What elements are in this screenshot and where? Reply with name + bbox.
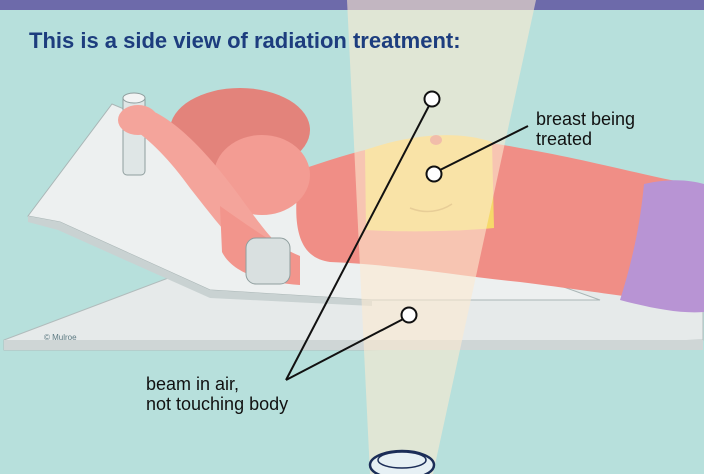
breast-label: breast being treated	[536, 109, 635, 149]
breast-label-line2: treated	[536, 129, 635, 149]
beam-source	[370, 451, 434, 474]
beam-label: beam in air, not touching body	[146, 374, 288, 414]
beam-label-line1: beam in air,	[146, 374, 288, 394]
beam-bottom-marker	[402, 308, 417, 323]
beam-label-line2: not touching body	[146, 394, 288, 414]
illustrator-credit: © Mulroe	[44, 333, 77, 342]
breast-marker	[427, 167, 442, 182]
beam-top-marker	[425, 92, 440, 107]
breast-label-line1: breast being	[536, 109, 635, 129]
page-title: This is a side view of radiation treatme…	[29, 28, 461, 54]
